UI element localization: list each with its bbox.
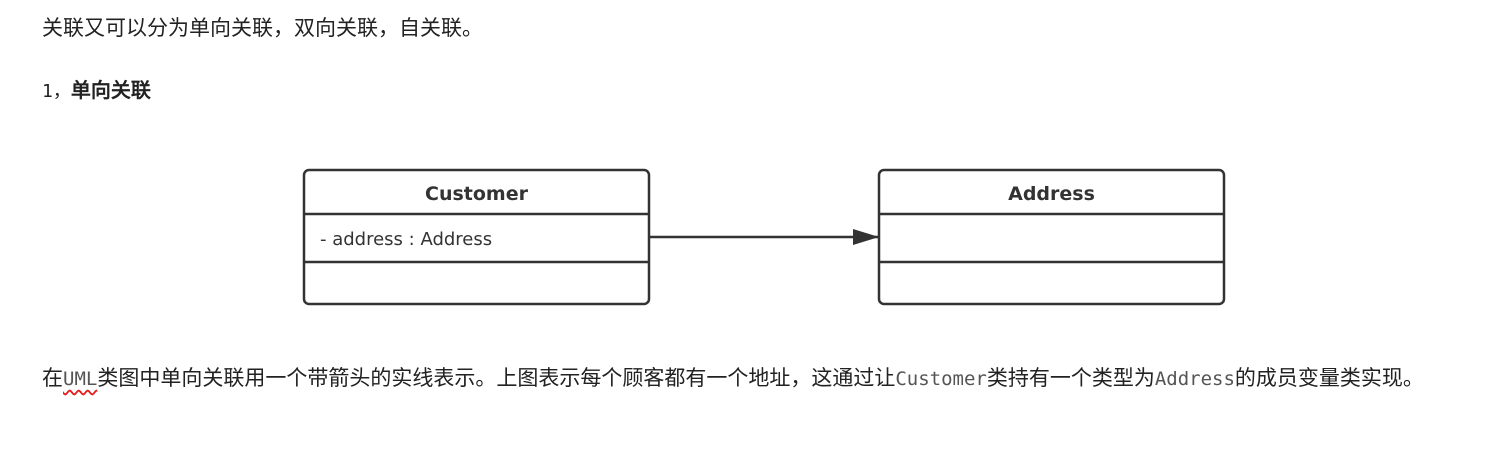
desc-text-3: 类持有一个类型为 (986, 366, 1155, 390)
class-box-customer: Customer - address : Address (302, 168, 651, 306)
class-name-customer: Customer (425, 183, 529, 205)
desc-text-4: 的成员变量类实现。 (1234, 366, 1424, 390)
section-title: 单向关联 (70, 78, 151, 102)
class-attribute: - address : Address (320, 229, 492, 250)
class-name-address: Address (1008, 183, 1095, 205)
class-box-customer-frame (302, 168, 651, 306)
desc-text-1: 在 (42, 366, 63, 390)
desc-text-2: 类图中单向关联用一个带箭头的实线表示。上图表示每个顾客都有一个地址，这通过让 (97, 366, 896, 390)
desc-code-customer: Customer (895, 368, 987, 390)
class-box-address: Address (877, 168, 1226, 306)
section-heading: 1，单向关联 (42, 74, 151, 108)
intro-paragraph: 关联又可以分为单向关联，双向关联，自关联。 (42, 16, 483, 40)
section-number: 1， (42, 81, 71, 102)
description-paragraph: 在UML类图中单向关联用一个带箭头的实线表示。上图表示每个顾客都有一个地址，这通… (42, 362, 1482, 395)
desc-uml-term: UML (63, 368, 98, 390)
desc-code-address: Address (1154, 368, 1235, 390)
